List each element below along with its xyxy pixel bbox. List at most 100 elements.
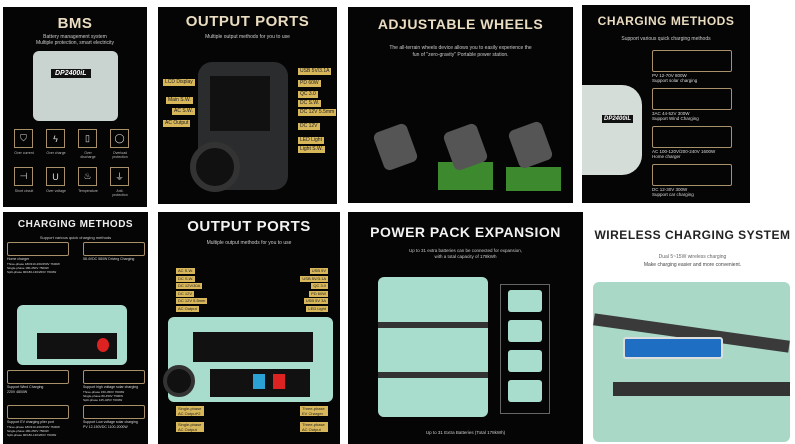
protection-label: Temperature [78, 189, 98, 193]
method-line: Split-phase 90/180-130/260V 7600W [7, 433, 57, 437]
method-line: Three-phase 180/310-260/450V 7600W [7, 262, 60, 266]
car-plug-icon [652, 164, 732, 186]
shield-icon: ⛉ [14, 129, 33, 148]
panel-title: OUTPUT PORTS [185, 13, 310, 30]
extra-battery-image [508, 380, 542, 402]
panel-subtitle: with a total capacity of 178kWh [434, 254, 497, 259]
port-label: DC S.W. [298, 100, 322, 107]
method-spec: AC 100-120V/200-240V 1600W [652, 149, 716, 154]
port-label: QC 3.0 [311, 283, 328, 289]
method-spec: 220V 4800W [7, 390, 28, 394]
protection-label: Over voltage [46, 189, 66, 193]
plug-icon: ⏚ [110, 167, 129, 186]
power-station-side-image: DP2400iL [582, 85, 642, 175]
charging-methods-panel-2[interactable]: CHARGING METHODS Support various quick c… [3, 212, 148, 444]
protection-label: Over discharge [80, 151, 96, 159]
method-desc: Support EV charging plier port [7, 420, 54, 424]
protection-label: Overload protection [112, 151, 128, 159]
charging-method-icon [83, 405, 145, 419]
port-label: DC 12V 5.5mm [298, 109, 337, 116]
output-ports-panel-2[interactable]: OUTPUT PORTS Multiple output methods for… [158, 212, 340, 444]
port-label: DC 12V/30A [176, 283, 203, 289]
panel-title: POWER PACK EXPANSION [370, 224, 561, 240]
panel-subtitle: Support various quick charging methods [621, 36, 711, 42]
extra-batteries-box [500, 284, 550, 414]
power-pack-expansion-panel[interactable]: POWER PACK EXPANSION Up to 31 extra batt… [348, 212, 583, 444]
method-line: Three-phase 150-450V 7600W [83, 390, 125, 394]
port-label: AC S.W. [172, 108, 195, 115]
port-label: AC S.W. [176, 268, 196, 274]
method-line: Split-phase 90/180-130/260V 7600W [7, 270, 57, 274]
extra-battery-image [508, 320, 542, 342]
panel-title: CHARGING METHODS [17, 219, 134, 230]
outlet-icon [652, 126, 732, 148]
method-desc: 58.4VDC 580W Driving Charging [83, 257, 135, 261]
method-line: Single-phase 80-450V 7500W [83, 394, 124, 398]
charging-method-icon [83, 370, 145, 384]
short-circuit-icon: ⊣ [14, 167, 33, 186]
panel-subtitle: Multiple output methods for you to use [206, 240, 292, 246]
charging-methods-panel[interactable]: CHARGING METHODS Support various quick c… [582, 5, 750, 203]
device-front-image [190, 62, 288, 192]
port-label: Single-phase AC Output*2 [176, 406, 204, 416]
method-desc: Home charger [7, 257, 30, 261]
port-label: USB 5V [309, 268, 328, 274]
panel-subtitle: Support various quick charging methods [39, 235, 112, 240]
panel-title: ADJUSTABLE WHEELS [377, 16, 544, 32]
method-line: Three-phase 180/310-260/450V 7600W [7, 425, 60, 429]
wireless-charger-image [593, 282, 790, 442]
port-label: PD 60W [298, 80, 321, 87]
port-label: DC 12V [298, 123, 320, 130]
port-label: LCD Display [163, 79, 195, 86]
wheel-demo-3 [507, 120, 554, 170]
panel-subtitle: The all-terrain wheels device allows you… [389, 45, 532, 51]
adjustable-wheels-panel[interactable]: ADJUSTABLE WHEELS The all-terrain wheels… [348, 7, 573, 203]
panel-subtitle: Multiple output methods for you to use [205, 34, 290, 40]
power-station-stack-image [378, 277, 488, 417]
port-label: AC Output [176, 305, 199, 312]
wheel-demo-1 [372, 122, 419, 172]
method-spec: DC 12-30V 300W [652, 187, 688, 192]
wind-turbine-icon [652, 88, 732, 110]
method-line: Single-phase 180-250V 7500W [7, 429, 49, 433]
port-label: Single-phase AC Output [176, 422, 204, 432]
method-spec: 3AC 44-52V 300W [652, 111, 690, 116]
method-desc: Support Low voltage solar charging [83, 420, 138, 424]
expansion-caption: Up to 31 Extra Batteries (Total 178kWh) [425, 430, 506, 435]
port-label: DC 12V [176, 290, 195, 297]
panel-subtitle: Battery management system [43, 34, 107, 40]
panel-subtitle: Dual 5~15W wireless charging [658, 254, 727, 260]
panel-title: BMS [57, 15, 93, 32]
circle-icon: ◯ [110, 129, 129, 148]
panel-subtitle: Make charging easier and more convenient… [643, 262, 742, 268]
panel-subtitle: fun of "zero-gravity" Portable power sta… [412, 52, 509, 58]
wireless-charging-panel[interactable]: WIRELESS CHARGING SYSTEM Dual 5~15W wire… [590, 212, 795, 444]
port-label: DC 12V 5.5mm [176, 298, 208, 304]
power-station-image [17, 305, 127, 365]
panel-title: OUTPUT PORTS [187, 218, 311, 235]
bms-panel[interactable]: BMS Battery management system Multiple p… [3, 7, 147, 207]
panel-title: CHARGING METHODS [597, 14, 735, 28]
power-station-image [163, 317, 333, 402]
method-line: Split-phase 125-425V 7600W [83, 398, 123, 402]
output-ports-panel[interactable]: OUTPUT PORTS Multiple output methods for… [158, 7, 337, 204]
protection-label: Over charge [46, 151, 66, 155]
method-spec: PV 12-70V 800W [652, 73, 687, 78]
extra-battery-image [508, 290, 542, 312]
power-station-image: DP2400iL [33, 51, 118, 121]
model-label: DP2400iL [602, 115, 634, 123]
port-label: LED Light [306, 305, 328, 312]
lightning-icon: ϟ [46, 129, 65, 148]
port-label: USB 5V/3.1A [300, 275, 328, 282]
port-label: PD 60W [309, 290, 328, 297]
battery-icon: ▯ [78, 129, 97, 148]
protection-label: Short circuit [14, 189, 34, 193]
method-desc: Support solar charging [652, 78, 698, 83]
thermometer-icon: ♨ [78, 167, 97, 186]
grass [506, 167, 561, 191]
u-icon: U [46, 167, 65, 186]
port-label: Light S.W. [298, 146, 325, 153]
port-label: DC S.W. [176, 275, 196, 282]
method-desc: Support car charging [652, 192, 694, 197]
charging-method-icon [7, 370, 69, 384]
